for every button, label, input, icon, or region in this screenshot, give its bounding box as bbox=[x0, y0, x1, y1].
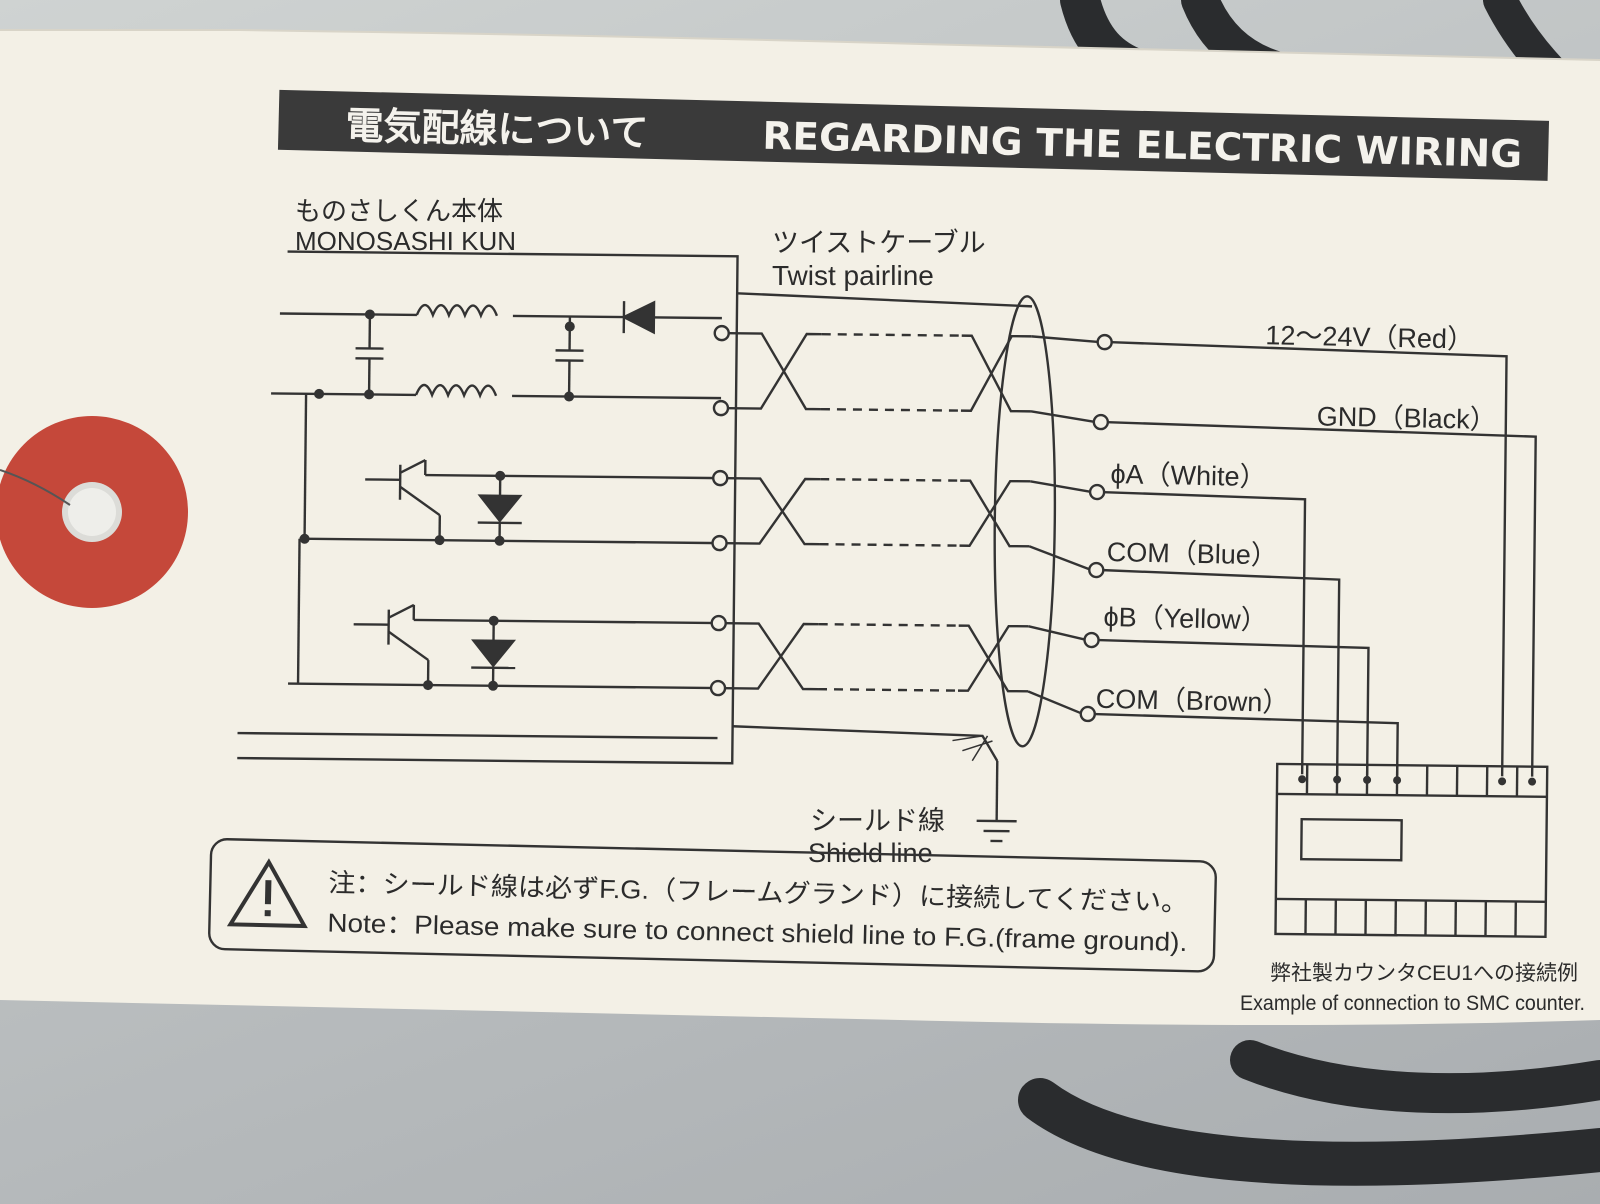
wire-label-brown: COM（Brown） bbox=[1095, 684, 1289, 718]
header-band: 電気配線について REGARDING THE ELECTRIC WIRING bbox=[277, 89, 1550, 181]
counter-caption-en: Example of connection to SMC counter. bbox=[1240, 992, 1585, 1015]
twist-label-jp: ツイストケーブル bbox=[772, 228, 986, 258]
wire-label-black: GND（Black） bbox=[1316, 401, 1497, 435]
wire-label-blue: COM（Blue） bbox=[1107, 537, 1279, 571]
warning-icon bbox=[226, 858, 308, 929]
wire-label-red: 12～24V（Red） bbox=[1265, 320, 1474, 354]
paper-tag bbox=[0, 30, 1600, 1025]
diode bbox=[621, 300, 656, 335]
header-title-jp: 電気配線について bbox=[345, 103, 649, 154]
shield-label-jp: シールド線 bbox=[810, 806, 945, 836]
device-label-jp: ものさしくん本体 bbox=[295, 196, 503, 226]
twist-label-en: Twist pairline bbox=[772, 260, 934, 291]
shield-ellipse bbox=[993, 295, 1057, 748]
inductor-bottom bbox=[414, 383, 498, 399]
wiring-diagram bbox=[237, 250, 1549, 938]
smc-counter-drawing bbox=[1274, 762, 1549, 938]
counter-caption-jp: 弊社製カウンタCEU1への接続例 bbox=[1270, 962, 1578, 985]
wire-label-white: ϕA（White） bbox=[1110, 459, 1267, 492]
wire-label-yellow: ϕB（Yellow） bbox=[1103, 602, 1268, 635]
twisted-pairs bbox=[725, 331, 1032, 693]
inductor-top bbox=[415, 303, 499, 319]
hole-reinforcement bbox=[0, 416, 188, 608]
